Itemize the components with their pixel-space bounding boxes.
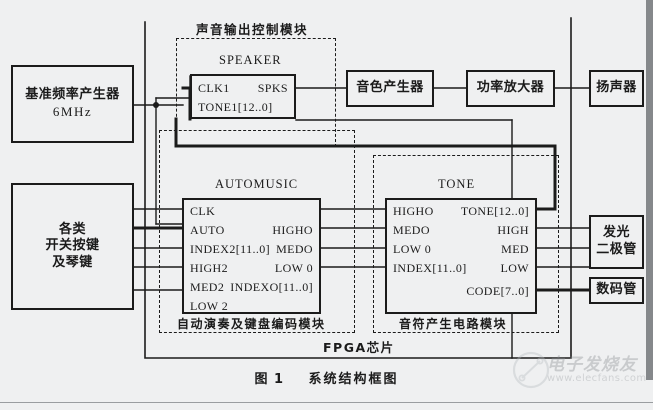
- tone-pin-left-2: LOW 0: [393, 241, 432, 256]
- label-tone-module: 音符产生电路模块: [399, 317, 508, 331]
- block-led[interactable]: 发光 二极管: [589, 215, 644, 269]
- automusic-port-row-5: LOW 2: [184, 297, 319, 315]
- automusic-pin-left-2: INDEX2[11..0]: [190, 241, 271, 256]
- page-left-edge: [0, 0, 2, 380]
- block-input-keys[interactable]: 各类 开关按键 及琴键: [11, 183, 134, 310]
- block-clock-generator[interactable]: 基准频率产生器 6MHz: [11, 65, 134, 143]
- automusic-pin-right-3: LOW 0: [274, 260, 313, 275]
- automusic-pin-left-0: CLK: [190, 203, 216, 218]
- loudspeaker-label: 扬声器: [596, 80, 637, 96]
- group-automusic-module: [159, 130, 355, 333]
- automusic-pin-right-4: INDEXO[11..0]: [230, 279, 313, 294]
- tone-port-row-4: CODE[7..0]: [387, 282, 535, 300]
- clock-generator-line1: 基准频率产生器: [25, 87, 120, 103]
- label-speaker-title: SPEAKER: [219, 53, 282, 67]
- automusic-pin-left-1: AUTO: [190, 222, 225, 237]
- tone-pin-left-1: MEDO: [393, 222, 430, 237]
- label-automusic-title: AUTOMUSIC: [215, 177, 299, 191]
- tone-port-row-0: HIGHO TONE[12..0]: [387, 202, 535, 220]
- block-loudspeaker[interactable]: 扬声器: [589, 70, 644, 107]
- digital-tube-label: 数码管: [596, 282, 637, 298]
- label-automusic-module: 自动演奏及键盘编码模块: [177, 317, 326, 331]
- automusic-pin-left-4: MED2: [190, 279, 225, 294]
- tone-pin-right-3: LOW: [500, 260, 529, 275]
- chip-speaker[interactable]: CLK1 SPKS TONE1[12..0]: [190, 74, 296, 119]
- automusic-pin-left-3: HIGH2: [190, 260, 228, 275]
- input-keys-line2: 开关按键: [45, 238, 100, 254]
- tone-pin-left-0: HIGHO: [393, 203, 434, 218]
- page-right-edge: [646, 0, 653, 380]
- automusic-port-row-4: MED2 INDEXO[11..0]: [184, 278, 319, 296]
- chip-tone[interactable]: HIGHO TONE[12..0] MEDO HIGH LOW 0 MED IN…: [385, 198, 537, 314]
- label-fpga-chip: FPGA芯片: [323, 340, 395, 355]
- tone-port-row-2: LOW 0 MED: [387, 240, 535, 258]
- wire-junction-dot: [153, 102, 159, 108]
- block-power-amplifier[interactable]: 功率放大器: [466, 70, 555, 107]
- automusic-pin-right-1: HIGHO: [272, 222, 313, 237]
- block-digital-tube[interactable]: 数码管: [589, 277, 644, 304]
- input-keys-line3: 及琴键: [52, 254, 93, 270]
- figure-caption-title: 系统结构框图: [308, 372, 399, 387]
- automusic-port-row-0: CLK: [184, 202, 319, 220]
- tone-pin-right-1: HIGH: [497, 222, 529, 237]
- block-timbre-generator[interactable]: 音色产生器: [346, 70, 434, 107]
- automusic-pin-right-2: MEDO: [276, 241, 313, 256]
- figure-caption: 图 1 系统结构框图: [0, 368, 653, 387]
- label-sound-output-module: 声音输出控制模块: [196, 22, 309, 37]
- led-line2: 二极管: [596, 242, 637, 257]
- tone-port-row-1: MEDO HIGH: [387, 221, 535, 239]
- led-line1: 发光: [602, 225, 630, 241]
- speaker-pin-left-0: CLK1: [198, 80, 230, 95]
- tone-pin-right-0: TONE[12..0]: [460, 203, 529, 218]
- speaker-port-row-0: CLK1 SPKS: [192, 79, 294, 97]
- clock-generator-line2: 6MHz: [52, 104, 93, 119]
- automusic-pin-left-5: LOW 2: [190, 298, 229, 313]
- tone-pin-right-4: CODE[7..0]: [466, 283, 529, 298]
- speaker-pin-right-0: SPKS: [257, 80, 288, 95]
- figure-caption-number: 图 1: [254, 372, 285, 387]
- tone-pin-right-2: MED: [501, 241, 529, 256]
- label-tone-title: TONE: [438, 177, 476, 191]
- chip-automusic[interactable]: CLK AUTO HIGHO INDEX2[11..0] MEDO HIGH2 …: [182, 198, 321, 314]
- automusic-port-row-3: HIGH2 LOW 0: [184, 259, 319, 277]
- page-bottom-rule: [0, 402, 653, 403]
- automusic-port-row-2: INDEX2[11..0] MEDO: [184, 240, 319, 258]
- automusic-port-row-1: AUTO HIGHO: [184, 221, 319, 239]
- timbre-generator-label: 音色产生器: [356, 80, 424, 96]
- power-amplifier-label: 功率放大器: [476, 80, 545, 96]
- speaker-port-row-1: TONE1[12..0]: [192, 98, 294, 116]
- input-keys-line1: 各类: [58, 221, 86, 237]
- speaker-pin-left-1: TONE1[12..0]: [198, 99, 273, 114]
- group-tone-module: [373, 155, 559, 333]
- tone-pin-left-3: INDEX[11..0]: [393, 260, 467, 275]
- tone-port-row-3: INDEX[11..0] LOW: [387, 259, 535, 277]
